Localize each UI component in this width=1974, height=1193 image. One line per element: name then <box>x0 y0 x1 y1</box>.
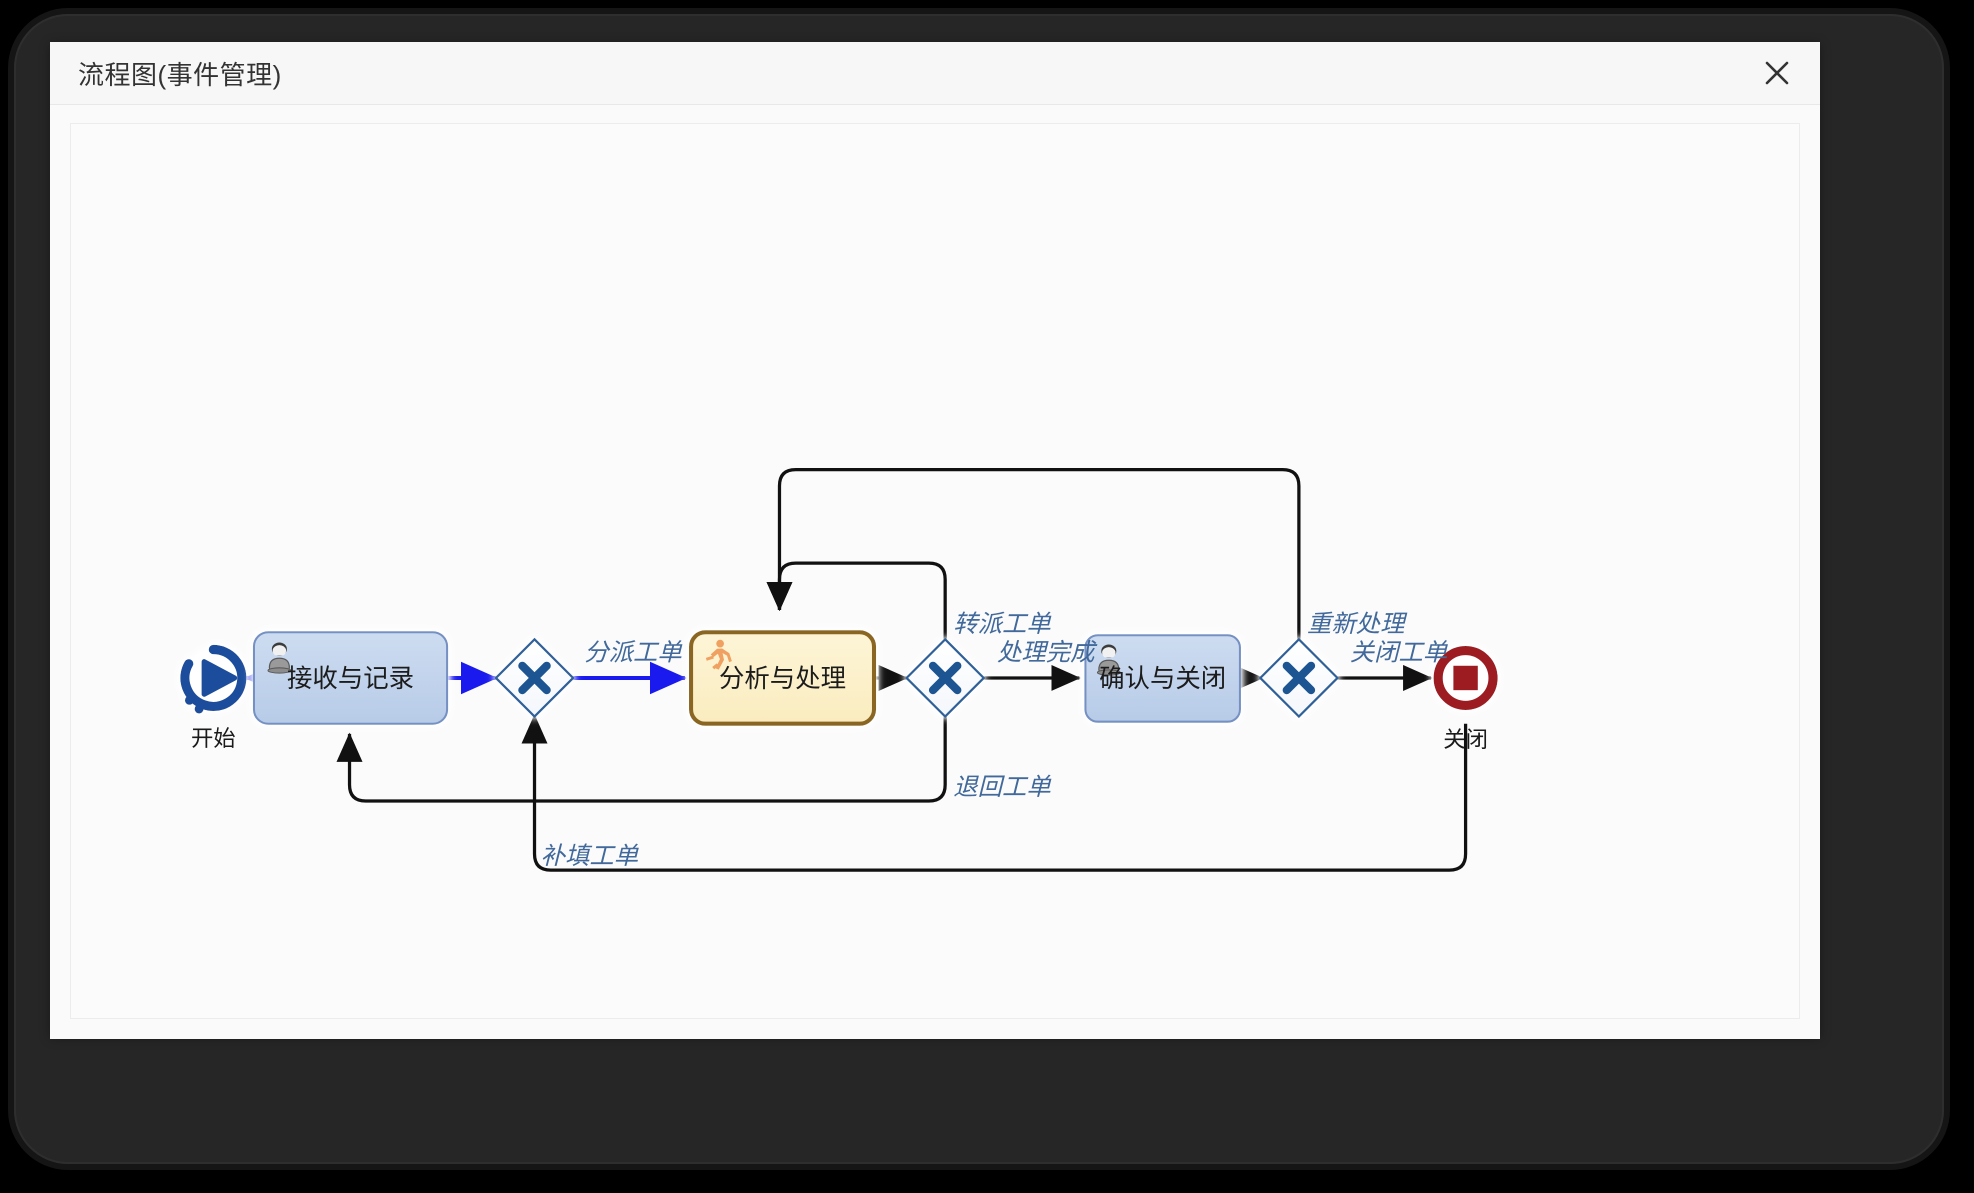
flowchart-canvas[interactable]: 开始 接收与记录 <box>70 123 1800 1020</box>
node-gateway-3[interactable] <box>1258 637 1340 719</box>
node-gateway-1[interactable] <box>494 637 575 719</box>
gateway-x-icon <box>928 661 962 695</box>
user-icon <box>1096 644 1121 676</box>
edge-label-refill: 补填工单 <box>541 843 640 870</box>
end-event-label: 关闭 <box>1443 727 1488 752</box>
flowchart-svg: 开始 接收与记录 <box>180 467 1498 872</box>
start-event-label: 开始 <box>191 726 236 751</box>
edge-refill[interactable] <box>521 714 1468 872</box>
node-task-receive-record[interactable]: 接收与记录 <box>252 631 449 725</box>
edge-reprocess[interactable] <box>766 467 1301 643</box>
node-task-confirm-close[interactable]: 确认与关闭 <box>1084 634 1241 723</box>
page-title: 流程图(事件管理) <box>78 59 282 90</box>
gateway-x-icon <box>518 661 551 695</box>
node-end-event[interactable] <box>1433 645 1498 710</box>
dialog-header: 流程图(事件管理) <box>50 42 1820 105</box>
user-icon <box>267 642 292 674</box>
task-label-confirm-close: 确认与关闭 <box>1099 665 1226 693</box>
task-label-receive-record: 接收与记录 <box>287 665 414 693</box>
close-icon[interactable] <box>1756 52 1798 94</box>
dialog-body: 开始 接收与记录 <box>50 105 1820 1040</box>
task-label-analyze-process: 分析与处理 <box>719 665 846 693</box>
node-gateway-2[interactable] <box>904 637 986 719</box>
node-start-event[interactable] <box>180 644 247 714</box>
node-task-analyze-process[interactable]: 分析与处理 <box>689 630 877 726</box>
edge-label-done: 处理完成 <box>997 640 1098 667</box>
flowchart-dialog: 流程图(事件管理) <box>50 42 1820 1040</box>
gateway-x-icon <box>1282 661 1316 695</box>
edge-label-reprocess: 重新处理 <box>1307 611 1408 638</box>
runner-icon <box>705 639 732 670</box>
edge-return[interactable] <box>336 715 947 803</box>
edge-label-assign: 分派工单 <box>584 640 683 667</box>
edge-reassign[interactable] <box>766 561 947 643</box>
edge-label-close-ticket: 关闭工单 <box>1350 640 1449 667</box>
edge-label-reassign: 转派工单 <box>953 611 1052 638</box>
close-glyph <box>1765 61 1789 85</box>
edge-label-return: 退回工单 <box>953 774 1052 801</box>
